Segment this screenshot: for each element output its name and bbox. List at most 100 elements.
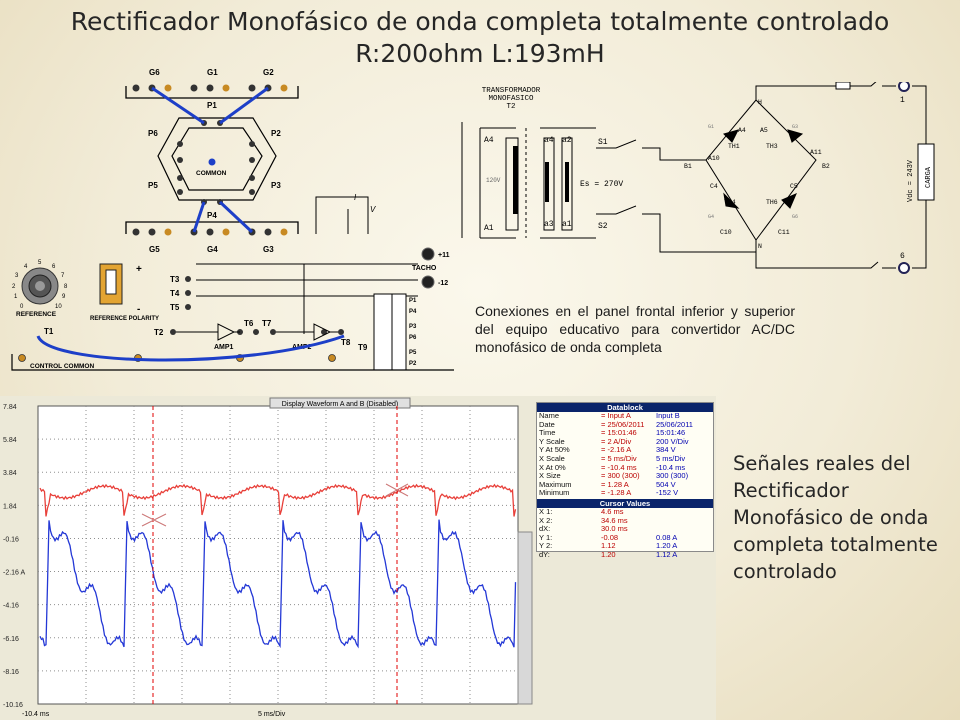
cursor-values-cell: -0.08: [601, 533, 619, 542]
thyristor-th3: TH3: [766, 143, 778, 150]
meter-i-label: I: [354, 193, 357, 202]
cursor-values-row: X 2:34.6 ms: [537, 517, 713, 526]
scope-window-title: Display Waveform A and B (Disabled): [282, 401, 398, 408]
switch-s1: S1: [598, 138, 608, 147]
dial-num-0: 0: [20, 304, 24, 310]
node-c4: C4: [710, 183, 718, 190]
datablock-cell: -10.4 ms: [656, 463, 686, 472]
transformer-title-2: MONOFASICO: [488, 95, 534, 103]
datablock-row: X Size= 300 (300)300 (300): [537, 472, 713, 481]
t6-label: T6: [244, 319, 254, 328]
datablock-title: Datablock: [537, 403, 713, 412]
dial-num-2: 2: [12, 284, 16, 290]
datablock-cell: 200 V/Div: [656, 437, 689, 446]
cursor-values-cell: 1.12 A: [656, 550, 678, 559]
y-tick-label: -4.16: [3, 603, 19, 610]
thyristor-th6: TH6: [766, 199, 778, 206]
pulse-out-p5: P5: [409, 350, 417, 356]
patch-wire-bottom: [36, 334, 345, 362]
gate-label-g6: G6: [149, 68, 160, 77]
dial-num-9: 9: [62, 294, 66, 300]
y-tick-labels: 7.845.843.841.84-0.16-2.16 A-4.16-6.16-8…: [3, 404, 26, 709]
cursor-values-cell: dX:: [539, 525, 551, 534]
primary-voltage: 120V: [486, 177, 501, 184]
node-a5: A5: [760, 127, 768, 134]
cursor-values-row: dX: 30.0 ms: [537, 525, 713, 534]
gate-g1: G1: [708, 124, 714, 130]
gate-g6: G6: [792, 214, 798, 220]
pulse-output-block: P1 P4 P3 P6 P5 P2: [373, 293, 417, 371]
waveform-input-b: [39, 519, 517, 649]
dial-num-7: 7: [61, 273, 65, 279]
t7-label: T7: [262, 319, 272, 328]
cursor-values-cell: [656, 517, 711, 526]
cursor-values-cell: 1.20 A: [656, 542, 678, 551]
cursor-values-cell: 0.08 A: [656, 533, 678, 542]
secondary-label-a3: a3: [544, 220, 554, 229]
cursor-values-title: Cursor Values: [537, 498, 713, 508]
patch-wires-top: [151, 86, 269, 125]
x-scale-label: 5 ms/Div: [258, 711, 286, 718]
datablock-cell: 25/06/2011: [656, 420, 693, 429]
secondary-label-a4: a4: [544, 136, 554, 145]
cursor-values-cell: Y 2:: [539, 542, 553, 551]
datablock-row: X At 0%= -10.4 ms-10.4 ms: [537, 464, 713, 473]
datablock-cell: 300 (300): [656, 472, 689, 481]
side-scrollbar[interactable]: [517, 531, 533, 705]
waveform-input-a: [39, 483, 517, 517]
cursor-values-cell: dY:: [539, 550, 550, 559]
cursor-values-cell: 1.12: [601, 542, 616, 551]
cursor-values-cell: X 2:: [539, 516, 553, 525]
node-c10: C10: [720, 229, 732, 236]
pulse-out-p1: P1: [409, 298, 417, 304]
pulse-label-p6: P6: [148, 129, 158, 138]
y-tick-label: 1.84: [3, 503, 17, 510]
plus-sign: +: [136, 264, 142, 275]
cursor-values-cell: 30.0 ms: [601, 525, 628, 534]
node-b2: B2: [822, 163, 830, 170]
y-tick-label: -6.16: [3, 636, 19, 643]
cursor-mark-1: [141, 513, 167, 527]
tacho-minus-jack: [421, 275, 435, 289]
reference-label: REFERENCE: [16, 311, 57, 318]
datablock-cell: = 15:01:46: [601, 429, 637, 438]
reference-dial: 0 1 2 3 4 5 6 7 8 9 10: [12, 260, 68, 310]
x-start-label: -10.4 ms: [22, 711, 50, 718]
node-a10: A10: [708, 155, 720, 162]
dial-num-8: 8: [64, 284, 68, 290]
title-line-2: R:200ohm L:193mH: [355, 39, 605, 68]
y-tick-label: -8.16: [3, 669, 19, 676]
pulse-hexagon: [157, 117, 277, 201]
thyristor-th1: TH1: [728, 143, 740, 150]
t4-label: T4: [170, 289, 180, 298]
control-common-bar: [11, 354, 454, 371]
datablock-cell: -152 V: [656, 489, 679, 498]
y-tick-label: -2.16 A: [3, 570, 26, 577]
primary-label-a1: A1: [484, 224, 494, 233]
y-tick-label: 5.84: [3, 437, 17, 444]
terminal-1-jack: [898, 82, 910, 92]
secondary-label-a2: a2: [562, 136, 572, 145]
cursor-values-cell: 4.6 ms: [601, 507, 624, 516]
t2-label: T2: [154, 328, 164, 337]
meter-v-label: V: [370, 205, 376, 214]
thyristor-th4: TH4: [724, 199, 736, 206]
pulse-out-p4: P4: [409, 309, 417, 315]
pulse-out-p2: P2: [409, 361, 417, 367]
datablock-cell: Maximum: [539, 480, 572, 489]
cursor-values-cell: Y 1:: [539, 533, 553, 542]
pulse-out-p3: P3: [409, 324, 417, 330]
datablock-cell: = -10.4 ms: [601, 463, 637, 472]
common-label: COMMON: [196, 170, 227, 177]
pulse-out-p6: P6: [409, 335, 417, 341]
y-tick-label: 7.84: [3, 404, 17, 411]
tacho-plus-label: +11: [438, 252, 450, 259]
